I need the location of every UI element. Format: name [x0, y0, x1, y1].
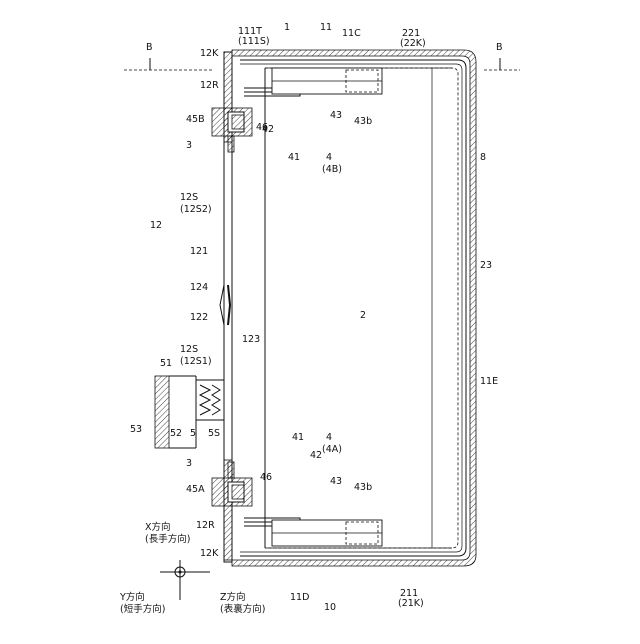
z-axis-label: Z方向	[220, 591, 246, 603]
label-121: 121	[190, 246, 208, 257]
label-122: 122	[190, 312, 208, 323]
label-11D: 11D	[290, 592, 309, 603]
label-22K: (22K)	[400, 38, 426, 49]
label-4-bot: 4	[326, 432, 332, 443]
label-12S-top: 12S	[180, 192, 198, 203]
label-12K-top: 12K	[200, 48, 219, 59]
label-52: 52	[170, 428, 182, 439]
label-4B: (4B)	[322, 164, 342, 175]
label-53: 53	[130, 424, 142, 435]
section-mark-left: B	[146, 42, 153, 53]
label-43b-bot: 43b	[354, 482, 372, 493]
label-8: 8	[480, 152, 486, 163]
y-axis-sub: (短手方向)	[120, 603, 165, 615]
label-124: 124	[190, 282, 208, 293]
label-23: 23	[480, 260, 492, 271]
y-axis-label: Y方向	[119, 591, 145, 603]
label-5: 5	[190, 428, 196, 439]
label-10: 10	[324, 602, 336, 613]
label-43b-top: 43b	[354, 116, 372, 127]
label-21K: (21K)	[398, 598, 424, 609]
label-46-bot: 46	[260, 472, 272, 483]
label-45A: 45A	[186, 484, 205, 495]
label-12S1: (12S1)	[180, 356, 212, 367]
battery-body	[265, 68, 452, 548]
label-12R-bot: 12R	[196, 520, 215, 531]
label-111S: (111S)	[238, 36, 270, 47]
label-41-bot: 41	[292, 432, 304, 443]
label-5S: 5S	[208, 428, 220, 439]
label-42-bot: 42	[310, 450, 322, 461]
label-3-bot: 3	[186, 458, 192, 469]
label-12R-top: 12R	[200, 80, 219, 91]
z-axis-sub: (表裏方向)	[220, 603, 265, 615]
label-43-bot: 43	[330, 476, 342, 487]
label-2: 2	[360, 310, 366, 321]
section-mark-right: B	[496, 42, 503, 53]
label-12K-bot: 12K	[200, 548, 219, 559]
label-3-top: 3	[186, 140, 192, 151]
label-11E: 11E	[480, 376, 498, 387]
coordinate-indicator: X方向 (長手方向) Y方向 (短手方向) Z方向 (表裏方向)	[119, 521, 265, 615]
label-123: 123	[242, 334, 260, 345]
label-12S-bot: 12S	[180, 344, 198, 355]
label-4A: (4A)	[322, 444, 342, 455]
label-1: 1	[284, 22, 290, 33]
terminal-45A	[212, 462, 252, 506]
terminal-45B	[212, 108, 252, 152]
label-11: 11	[320, 22, 332, 33]
label-12: 12	[150, 220, 162, 231]
label-41-top: 41	[288, 152, 300, 163]
label-46-top: 46	[256, 122, 268, 133]
label-11C: 11C	[342, 28, 361, 39]
x-axis-label: X方向	[145, 521, 171, 533]
label-4-top: 4	[326, 152, 332, 163]
label-12S2: (12S2)	[180, 204, 212, 215]
label-45B: 45B	[186, 114, 205, 125]
x-axis-sub: (長手方向)	[145, 533, 190, 545]
label-43-top: 43	[330, 110, 342, 121]
label-51: 51	[160, 358, 172, 369]
